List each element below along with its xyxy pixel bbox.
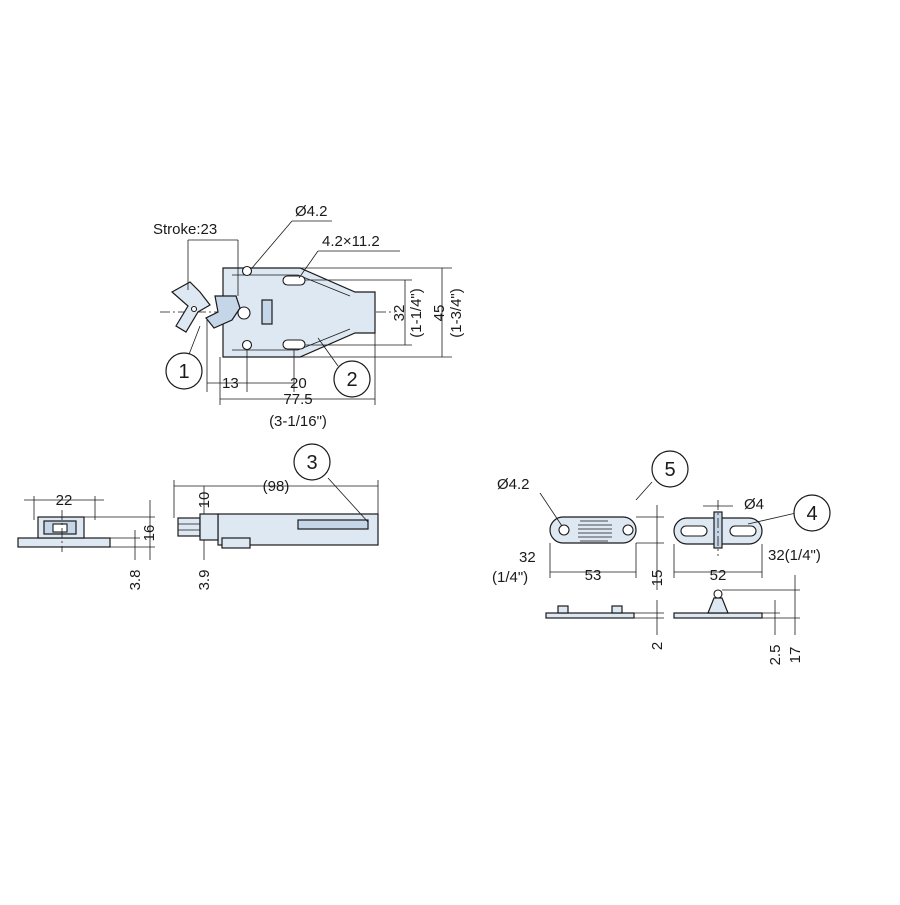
strike4-width: 32(1/4") — [768, 547, 821, 564]
strike5-ribs — [578, 520, 612, 542]
strike5-width-in: (1/4") — [492, 569, 528, 586]
strike5-stud-left — [557, 605, 569, 614]
side-hook — [199, 513, 219, 541]
strike5-width: 32 — [519, 549, 536, 566]
strike5-plate — [549, 516, 637, 544]
strike4-pin — [713, 511, 723, 549]
roller-pin — [190, 305, 198, 313]
strike-5: Ø4.2 53 32 (1/4") 15 2 5 — [492, 450, 689, 650]
callout-1: 1 — [178, 361, 189, 383]
side-slot — [297, 519, 369, 530]
strike5-hole-left — [558, 524, 570, 536]
strike5-height: 15 — [649, 570, 666, 587]
callout-2-leader — [317, 337, 339, 367]
callout-4-leader — [747, 512, 797, 525]
hole-leader — [251, 220, 293, 269]
stroke-label: Stroke:23 — [153, 221, 217, 238]
dim-775-in: (3-1/16") — [269, 413, 327, 430]
latch-roller — [170, 281, 211, 333]
end-base-plate — [17, 537, 111, 548]
strike5-hole-leader — [539, 492, 563, 527]
end-slot — [52, 523, 68, 533]
slot-bottom — [282, 339, 306, 350]
end-height: 16 — [141, 525, 158, 542]
callout-1-circle — [165, 352, 203, 390]
label-plate — [261, 299, 273, 325]
dim-32-in: (1-1/4") — [408, 288, 425, 338]
strike4-profile — [673, 612, 763, 619]
strike4-height: 17 — [787, 647, 804, 664]
strike5-pitch: 53 — [585, 567, 602, 584]
dim-13: 13 — [222, 375, 239, 392]
dim-20: 20 — [290, 375, 307, 392]
strike4-hole-dia: Ø4 — [744, 496, 764, 513]
callout-3: 3 — [306, 452, 317, 474]
strike5-hole-right — [622, 524, 634, 536]
slot-size-label: 4.2×11.2 — [322, 233, 380, 250]
dim-45-in: (1-3/4") — [448, 288, 465, 338]
strike5-thickness: 2 — [649, 642, 666, 650]
end-base: 3.8 — [127, 570, 144, 591]
callout-4-circle — [793, 494, 831, 532]
strike5-stud-right — [611, 605, 623, 614]
callout-5: 5 — [664, 459, 675, 481]
strike5-profile — [545, 612, 635, 619]
strike-4: Ø4 52 32(1/4") 2.5 17 4 — [673, 494, 831, 666]
strike4-base: 2.5 — [767, 645, 784, 666]
end-width: 22 — [56, 492, 73, 509]
dim-32: 32 — [391, 305, 408, 322]
top-view-dimensions: Stroke:23 Ø4.2 4.2×11.2 32 (1-1/4") 45 (… — [153, 203, 465, 430]
strike4-post-head — [713, 589, 723, 599]
strike4-slot-left — [680, 525, 708, 537]
side-length: (98) — [263, 478, 290, 495]
dim-45: 45 — [431, 305, 448, 322]
strike4-post — [707, 597, 729, 614]
callout-2-circle — [333, 360, 371, 398]
strike5-hole-dia: Ø4.2 — [497, 476, 530, 493]
dim-775: 77.5 — [283, 391, 312, 408]
pivot-hole — [237, 306, 251, 320]
end-view: 22 16 3.8 — [17, 492, 158, 591]
body-inner-edge-bottom — [232, 328, 351, 351]
strike4-pitch: 52 — [710, 567, 727, 584]
latch-hook — [205, 295, 241, 329]
callout-5-leader — [635, 481, 653, 501]
side-roller — [177, 517, 201, 537]
side-39: 3.9 — [196, 570, 213, 591]
mount-hole-top — [241, 265, 253, 277]
mount-hole-bottom — [241, 339, 253, 351]
callout-5-circle — [651, 450, 689, 488]
callout-3-circle — [293, 443, 331, 481]
side-10: 10 — [196, 492, 213, 509]
callout-1-leader — [187, 325, 201, 358]
slot-leader — [298, 250, 319, 279]
hole-dia-label: Ø4.2 — [295, 203, 328, 220]
callout-2: 2 — [346, 369, 357, 391]
body-inner-edge — [232, 274, 351, 297]
slot-top — [282, 275, 306, 286]
callout-3-leader — [327, 477, 369, 523]
latch-top-view — [160, 265, 395, 358]
side-view: (98) 10 3.9 3 — [173, 443, 379, 591]
side-foot — [221, 537, 251, 549]
strike4-slot-right — [729, 525, 757, 537]
callout-4: 4 — [806, 503, 817, 525]
